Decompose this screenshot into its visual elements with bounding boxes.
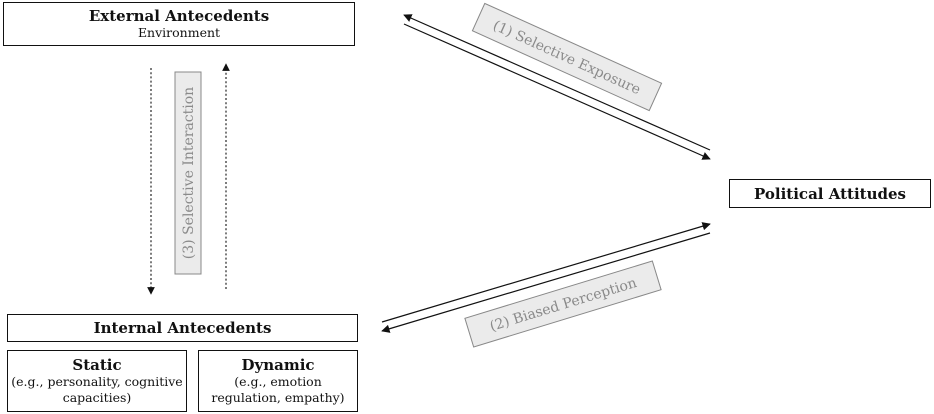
static-title: Static [72, 356, 122, 374]
perception-arrow-to-political [381, 222, 711, 323]
dynamic-line1: (e.g., emotion [234, 374, 322, 389]
static-box: Static (e.g., personality, cognitive cap… [7, 350, 187, 412]
exposure-arrow-to-external [403, 14, 711, 151]
political-attitudes-title: Political Attitudes [754, 184, 906, 203]
perception-arrow-to-internal [381, 232, 711, 333]
selective-exposure-label: (1) Selective Exposure [471, 2, 663, 112]
dynamic-title: Dynamic [241, 356, 315, 374]
external-antecedents-box: External Antecedents Environment [3, 2, 355, 46]
static-line2: capacities) [62, 390, 132, 405]
political-attitudes-box: Political Attitudes [729, 179, 931, 208]
dynamic-box: Dynamic (e.g., emotion regulation, empat… [198, 350, 358, 412]
internal-antecedents-title: Internal Antecedents [93, 319, 272, 337]
selective-interaction-text: (3) Selective Interaction [181, 87, 197, 259]
exposure-arrow-to-political [403, 23, 711, 160]
selective-interaction-label: (3) Selective Interaction [174, 71, 202, 275]
external-antecedents-title: External Antecedents [88, 7, 270, 25]
internal-antecedents-box: Internal Antecedents [7, 314, 358, 342]
biased-perception-label: (2) Biased Perception [464, 260, 662, 348]
dynamic-line2: regulation, empathy) [211, 390, 345, 405]
external-antecedents-subtitle: Environment [137, 25, 221, 40]
static-line1: (e.g., personality, cognitive [11, 374, 183, 389]
